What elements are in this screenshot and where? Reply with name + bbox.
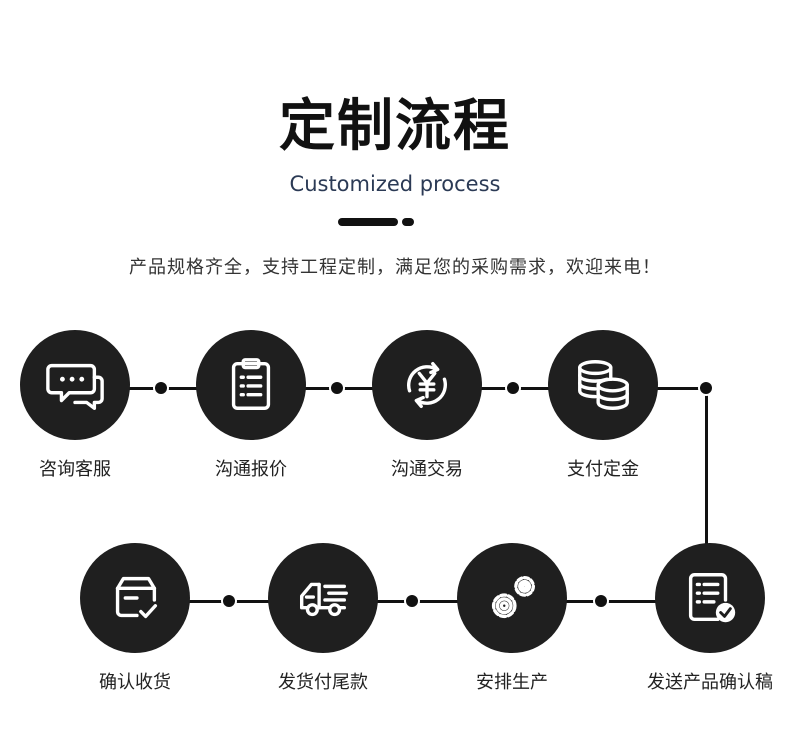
- document-check-icon: [688, 573, 736, 623]
- connector-row2: [185, 600, 665, 603]
- step-circle: [548, 330, 658, 440]
- step-label: 沟通报价: [215, 459, 287, 480]
- gears-icon: [491, 575, 536, 619]
- step-label: 沟通交易: [391, 459, 463, 480]
- connector-vertical: [705, 388, 708, 548]
- step-circle: [372, 330, 482, 440]
- connector-dot: [331, 382, 343, 394]
- intro-text: 产品规格齐全，支持工程定制，满足您的采购需求，欢迎来电！: [129, 257, 661, 278]
- step-label: 发货付尾款: [278, 672, 368, 693]
- page-title: 定制流程: [279, 94, 511, 159]
- step-circle: [457, 543, 567, 653]
- step-label: 发送产品确认稿: [647, 672, 773, 693]
- step-circle: [80, 543, 190, 653]
- delivery-truck-icon: [299, 582, 348, 617]
- step-label: 安排生产: [476, 672, 548, 693]
- connector-dot: [595, 595, 607, 607]
- step-circle: [20, 330, 130, 440]
- page-subtitle: Customized process: [289, 172, 501, 196]
- decor-bar-short: [402, 218, 414, 226]
- connector-dot: [507, 382, 519, 394]
- connector-dot: [223, 595, 235, 607]
- connector-dot: [700, 382, 712, 394]
- yuan-exchange-icon: [407, 361, 447, 409]
- decor-bar-long: [338, 218, 398, 226]
- connector-dot: [406, 595, 418, 607]
- step-circle: [196, 330, 306, 440]
- chat-bubbles-icon: [46, 363, 104, 410]
- step-circle: [655, 543, 765, 653]
- coin-stack-icon: [578, 360, 629, 410]
- connector-dot: [155, 382, 167, 394]
- clipboard-list-icon: [231, 358, 271, 410]
- step-label: 确认收货: [99, 672, 171, 693]
- step-label: 咨询客服: [39, 459, 111, 480]
- step-label: 支付定金: [567, 459, 639, 480]
- step-circle: [268, 543, 378, 653]
- package-check-icon: [115, 576, 158, 619]
